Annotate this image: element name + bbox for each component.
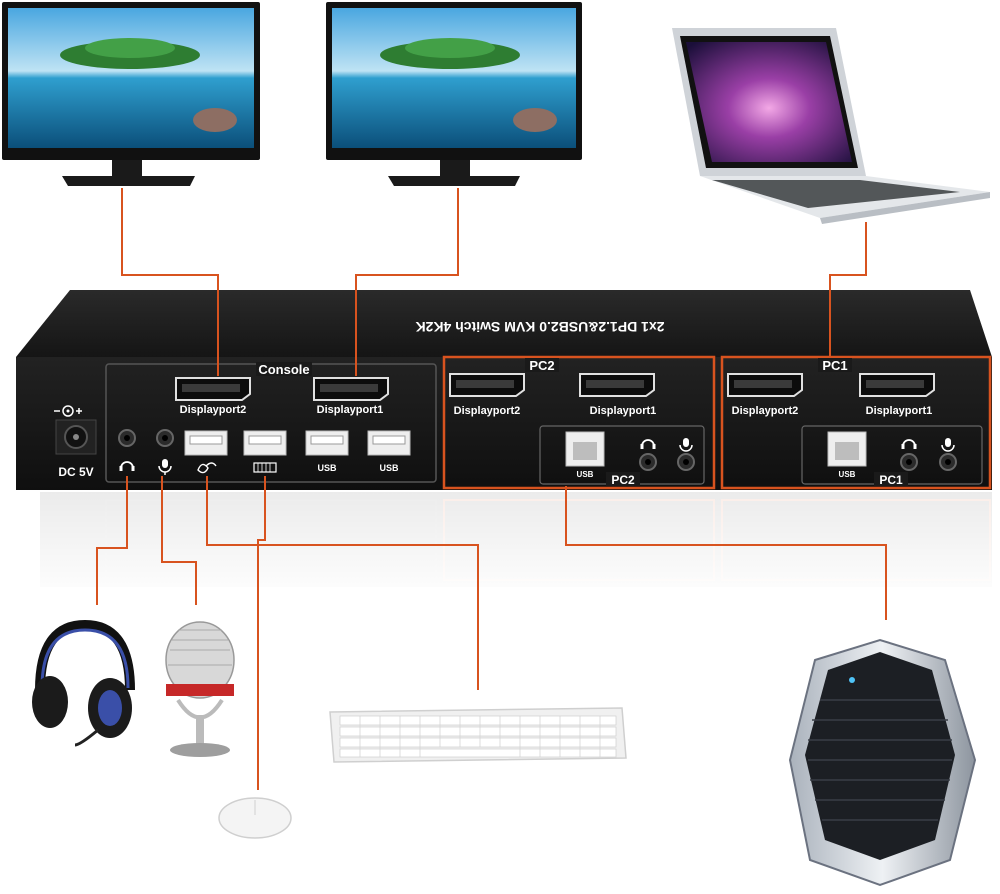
pc2-usb-label: USB [577,470,594,479]
monitor-left [2,2,260,186]
console-headphone-jack[interactable] [119,430,135,446]
pc2-displayport2[interactable] [450,374,524,396]
pc1-title: PC1 [822,358,847,373]
pc1-headphone-jack[interactable] [901,454,917,470]
reflection-fade [30,492,1000,602]
pc1-bottom-title: PC1 [879,473,903,487]
console-dp2-label: Displayport2 [180,404,247,416]
pc2-microphone-jack[interactable] [678,454,694,470]
pc1-dp2-label: Displayport2 [732,405,799,417]
console-dp1-label: Displayport1 [317,404,384,416]
power-label: DC 5V [58,465,93,479]
console-usb-port-a[interactable] [306,431,348,455]
pc1-microphone-jack[interactable] [940,454,956,470]
mouse [219,798,291,838]
pc2-usb-b-port[interactable] [566,432,604,466]
pc1-displayport2[interactable] [728,374,802,396]
console-usb-keyboard-port[interactable] [244,431,286,455]
console-usb-mouse-port[interactable] [185,431,227,455]
pc1-usb-b-port[interactable] [828,432,866,466]
laptop [672,28,990,224]
kvm-switch: 2x1 DP1.2&USB2.0 KVM Switch 4K2K DC 5V [16,290,992,490]
desktop-tower [790,640,975,885]
console-microphone-jack[interactable] [157,430,173,446]
pc2-dp1-label: Displayport1 [590,405,657,417]
pc1-displayport1[interactable] [860,374,934,396]
pc2-headphone-jack[interactable] [640,454,656,470]
pc2-bottom-title: PC2 [611,473,635,487]
pc1-dp1-label: Displayport1 [866,405,933,417]
pc2-dp2-label: Displayport2 [454,405,521,417]
keyboard [330,708,626,762]
console-usb-port-b[interactable] [368,431,410,455]
monitor-right [326,2,582,186]
headset [32,625,132,745]
kvm-top-label: 2x1 DP1.2&USB2.0 KVM Switch 4K2K [416,319,665,335]
pc2-displayport1[interactable] [580,374,654,396]
console-usb-b-label: USB [379,463,399,473]
microphone [166,622,234,757]
pc2-title: PC2 [529,358,554,373]
console-displayport1[interactable] [314,378,388,400]
pc1-usb-label: USB [839,470,856,479]
console-usb-a-label: USB [317,463,337,473]
console-displayport2[interactable] [176,378,250,400]
console-title: Console [258,362,309,377]
